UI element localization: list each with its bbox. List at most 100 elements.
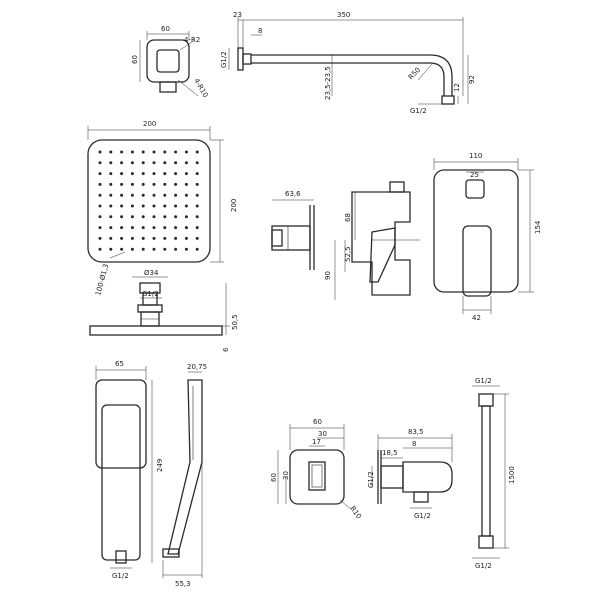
head-corner-label: 100-Ø1,3 bbox=[94, 263, 110, 296]
elbow-width-label: 60 bbox=[313, 418, 322, 426]
nozzle-dot bbox=[120, 236, 124, 240]
nozzle-dot bbox=[174, 172, 178, 176]
nozzle-dot bbox=[120, 150, 124, 154]
nozzle-dot bbox=[98, 247, 102, 251]
nozzle-dot bbox=[120, 215, 124, 219]
holder-outlet bbox=[413, 491, 429, 503]
hand-shower-side bbox=[167, 379, 203, 555]
plate-lever-label: 42 bbox=[472, 314, 481, 322]
mixer-body-top bbox=[389, 181, 405, 193]
hand-length-label: 249 bbox=[156, 459, 164, 472]
wall-mount-plate bbox=[146, 39, 190, 83]
plate-window-label: 25 bbox=[470, 171, 479, 179]
head-thickness-label: 6 bbox=[222, 347, 230, 352]
elbow-radius-label: R10 bbox=[348, 505, 362, 521]
nozzle-dot bbox=[152, 226, 156, 230]
hand-side-connector bbox=[162, 548, 180, 558]
arm-thread-label: G1/2 bbox=[220, 51, 228, 68]
wall-mount-radius-large-label: 4-R10 bbox=[192, 77, 209, 99]
holder-inner-label: 8 bbox=[412, 440, 416, 448]
nozzle-dot bbox=[130, 226, 134, 230]
nozzle-dot bbox=[174, 226, 178, 230]
nozzle-dot bbox=[163, 150, 167, 154]
nozzle-dot bbox=[130, 150, 134, 154]
nozzle-dot bbox=[109, 172, 113, 176]
nozzle-dot bbox=[152, 182, 156, 186]
mixer-plate-view: 110 25 154 42 bbox=[433, 152, 542, 322]
arm-drop-label: 92 bbox=[468, 75, 476, 84]
holder-body bbox=[380, 465, 404, 489]
nozzle-dot bbox=[120, 226, 124, 230]
nozzle-dot bbox=[184, 161, 188, 165]
nozzle-dot bbox=[141, 204, 145, 208]
nozzle-dot bbox=[109, 204, 113, 208]
hose-thread-bottom-label: G1/2 bbox=[475, 562, 492, 570]
mixer-spout-offset-label: 68 bbox=[344, 213, 352, 222]
head-thread-label: G1/2 bbox=[142, 290, 159, 298]
nozzle-dot bbox=[184, 172, 188, 176]
arm-length-label: 350 bbox=[337, 11, 350, 19]
nozzle-dot bbox=[195, 150, 199, 154]
nozzle-dot bbox=[174, 236, 178, 240]
nozzle-dot bbox=[174, 193, 178, 197]
nozzle-dot bbox=[98, 172, 102, 176]
nozzle-dot bbox=[184, 247, 188, 251]
hand-shower-connector bbox=[115, 550, 127, 564]
head-height-label: 200 bbox=[230, 199, 238, 212]
head-side-profile bbox=[89, 325, 223, 336]
nozzle-dot bbox=[163, 182, 167, 186]
arm-tube-bottom bbox=[251, 62, 445, 96]
nozzle-dot bbox=[174, 247, 178, 251]
nozzle-dot bbox=[120, 204, 124, 208]
hose-view: G1/2 1500 G1/2 bbox=[472, 377, 516, 570]
mixer-height-label: 90 bbox=[324, 271, 332, 280]
nozzle-dot bbox=[120, 193, 124, 197]
nozzle-dot bbox=[109, 215, 113, 219]
nozzle-dot bbox=[98, 204, 102, 208]
elbow-mid-label: 30 bbox=[318, 430, 327, 438]
holder-length-label: 83,5 bbox=[408, 428, 424, 436]
nozzle-dot bbox=[163, 236, 167, 240]
nozzle-dot bbox=[195, 193, 199, 197]
arm-offset-label: 23,5-23,5 bbox=[324, 66, 332, 100]
head-pipe-diameter-label: Ø34 bbox=[144, 269, 159, 277]
nozzle-dot bbox=[174, 215, 178, 219]
hand-reach-label: 55,3 bbox=[175, 580, 191, 588]
nozzle-dot bbox=[152, 161, 156, 165]
nozzle-dot bbox=[174, 161, 178, 165]
head-shower-nozzles bbox=[98, 150, 199, 251]
wall-mount-neck bbox=[159, 81, 177, 93]
shower-arm-view: 350 23 8 G1/2 23,5-23,5 R50 92 12 G1/2 bbox=[220, 11, 476, 115]
nozzle-dot bbox=[152, 204, 156, 208]
nozzle-dot bbox=[98, 226, 102, 230]
hand-width-label: 65 bbox=[115, 360, 124, 368]
hand-shower-view: 65 249 G1/2 20,75 55,3 bbox=[95, 360, 207, 588]
nozzle-dot bbox=[141, 193, 145, 197]
nozzle-dot bbox=[195, 161, 199, 165]
nozzle-dot bbox=[174, 204, 178, 208]
nozzle-dot bbox=[98, 215, 102, 219]
nozzle-dot bbox=[163, 193, 167, 197]
nozzle-dot bbox=[195, 204, 199, 208]
holder-arm bbox=[402, 461, 453, 493]
arm-flange bbox=[237, 47, 244, 71]
mixer-plate bbox=[433, 169, 519, 293]
nozzle-dot bbox=[130, 215, 134, 219]
hose-tube bbox=[481, 405, 491, 537]
arm-bend-radius-label: R50 bbox=[407, 66, 422, 81]
head-width-label: 200 bbox=[143, 120, 156, 128]
wall-elbow-view: 60 30 17 60 30 R10 bbox=[270, 418, 363, 520]
nozzle-dot bbox=[120, 182, 124, 186]
hose-thread-top-label: G1/2 bbox=[475, 377, 492, 385]
nozzle-dot bbox=[130, 247, 134, 251]
nozzle-dot bbox=[98, 150, 102, 154]
nozzle-dot bbox=[98, 193, 102, 197]
arm-flange-label: 23 bbox=[233, 11, 242, 19]
plate-height-label: 154 bbox=[534, 220, 542, 234]
arm-outlet bbox=[441, 95, 455, 105]
mixer-plate-window bbox=[465, 179, 485, 199]
mixer-center-label: 52,5 bbox=[344, 246, 352, 262]
nozzle-dot bbox=[141, 182, 145, 186]
